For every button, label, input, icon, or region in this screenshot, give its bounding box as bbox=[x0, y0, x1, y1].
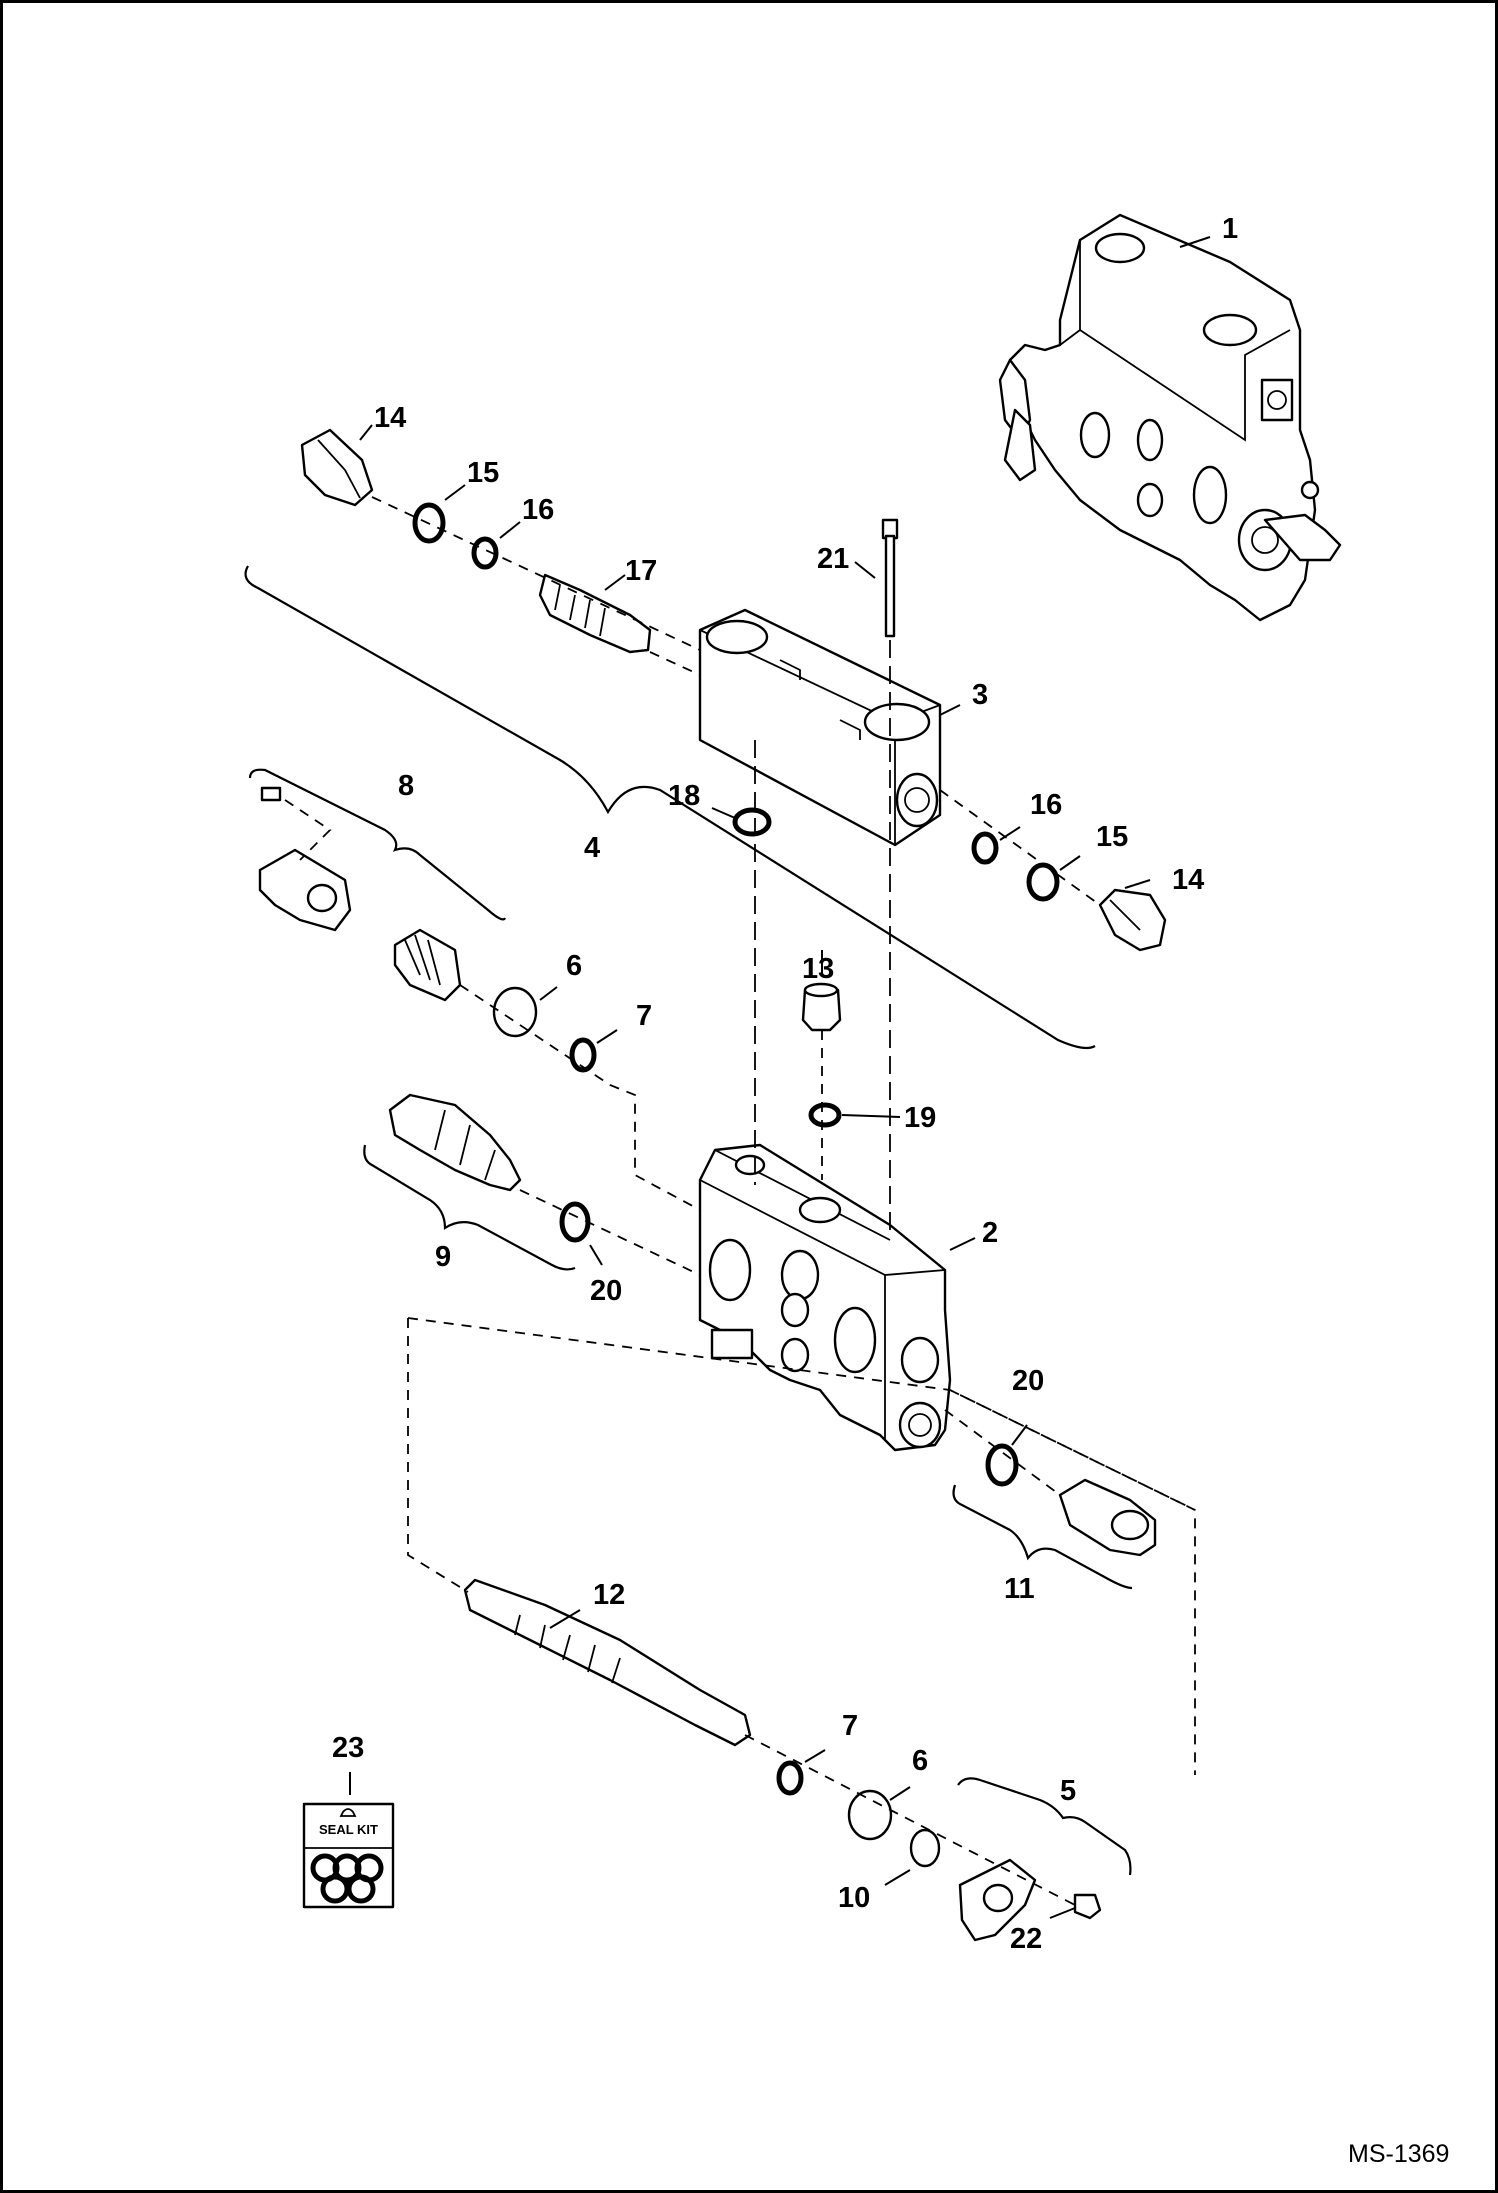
o-ring-part-20-left bbox=[559, 1201, 591, 1243]
cap-assembly-part-8 bbox=[258, 786, 352, 932]
callout-7-lower: 7 bbox=[842, 1710, 858, 1742]
spring-poppet bbox=[393, 928, 462, 1002]
callout-13: 13 bbox=[802, 953, 834, 985]
o-ring-part-15-upper bbox=[412, 502, 446, 544]
callout-2: 2 bbox=[982, 1217, 998, 1249]
o-ring-part-15-lower bbox=[1026, 862, 1060, 902]
relief-valve-part-9 bbox=[388, 1093, 522, 1192]
callout-22: 22 bbox=[1010, 1923, 1042, 1955]
callout-1: 1 bbox=[1222, 213, 1238, 245]
o-ring-part-19 bbox=[808, 1102, 842, 1128]
callout-7-upper: 7 bbox=[636, 1000, 652, 1032]
plug-part-14-lower bbox=[1098, 888, 1167, 952]
callout-18: 18 bbox=[668, 780, 700, 812]
o-ring-part-16-upper bbox=[471, 536, 499, 570]
washer-part-6-upper bbox=[492, 986, 538, 1038]
brace-part-5 bbox=[957, 1777, 1132, 1876]
callout-20-right: 20 bbox=[1012, 1365, 1044, 1397]
o-ring-part-16-lower bbox=[971, 831, 999, 865]
callout-12: 12 bbox=[593, 1579, 625, 1611]
callout-10: 10 bbox=[838, 1882, 870, 1914]
callout-16-lower: 16 bbox=[1030, 789, 1062, 821]
callout-4: 4 bbox=[584, 832, 600, 864]
document-id: MS-1369 bbox=[1348, 2140, 1449, 2168]
bushing-part-10 bbox=[909, 1828, 941, 1868]
callout-14-lower: 14 bbox=[1172, 864, 1204, 896]
callout-9: 9 bbox=[435, 1241, 451, 1273]
callout-15-lower: 15 bbox=[1096, 821, 1128, 853]
callout-23: 23 bbox=[332, 1732, 364, 1764]
valve-section-body-part-3 bbox=[698, 608, 942, 847]
plug-part-14-upper bbox=[300, 428, 374, 507]
o-ring-part-7-upper bbox=[569, 1037, 597, 1073]
plug-part-11 bbox=[1058, 1478, 1157, 1557]
pin-part-17 bbox=[538, 573, 652, 654]
callout-8: 8 bbox=[398, 770, 414, 802]
brace-part-8 bbox=[248, 768, 507, 921]
screw-part-22 bbox=[1073, 1893, 1102, 1920]
callout-17: 17 bbox=[625, 555, 657, 587]
callout-labels: 1 2 3 4 5 6 6 7 7 8 9 10 11 12 13 14 14 … bbox=[332, 213, 1238, 1955]
spool-part-12 bbox=[463, 1578, 752, 1747]
callout-5: 5 bbox=[1060, 1775, 1076, 1807]
leader-lines bbox=[349, 236, 1211, 1919]
seal-kit-part-23: SEAL KIT bbox=[302, 1802, 395, 1909]
assembly-lines bbox=[284, 496, 1196, 1906]
o-ring-part-7-lower bbox=[776, 1760, 804, 1796]
callout-20-left: 20 bbox=[590, 1275, 622, 1307]
callout-11: 11 bbox=[1004, 1573, 1035, 1605]
o-ring-part-18 bbox=[732, 807, 772, 837]
seal-kit-label: SEAL KIT bbox=[319, 1822, 378, 1837]
brace-part-9 bbox=[363, 1144, 576, 1271]
valve-body-part-2 bbox=[698, 1143, 952, 1452]
callout-16-upper: 16 bbox=[522, 494, 554, 526]
o-ring-part-20-right bbox=[985, 1443, 1019, 1487]
callout-19: 19 bbox=[904, 1102, 936, 1134]
callout-3: 3 bbox=[972, 679, 988, 711]
brace-part-4 bbox=[244, 565, 1096, 1050]
assembled-valve-section bbox=[998, 213, 1342, 622]
callout-15-upper: 15 bbox=[467, 457, 499, 489]
callout-14-upper: 14 bbox=[374, 402, 406, 434]
bolt-part-21 bbox=[881, 518, 899, 638]
cap-part-5 bbox=[958, 1858, 1037, 1942]
callout-6-lower: 6 bbox=[912, 1745, 928, 1777]
brace-part-11 bbox=[952, 1484, 1133, 1590]
plug-part-13 bbox=[801, 982, 842, 1032]
callout-21: 21 bbox=[817, 543, 849, 575]
washer-part-6-lower bbox=[847, 1789, 893, 1841]
callout-6-upper: 6 bbox=[566, 950, 582, 982]
